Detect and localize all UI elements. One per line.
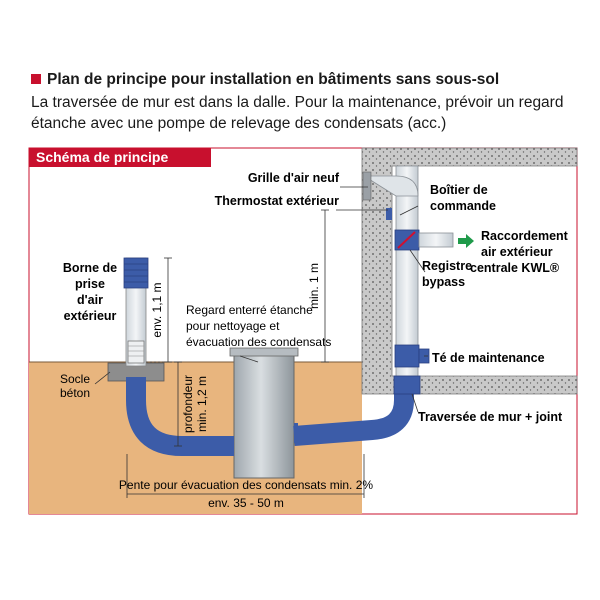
boitier-label-1: Boîtier de [430,183,488,197]
borne-label-1: Borne de [63,261,117,275]
traversee-label: Traversée de mur + joint [418,410,563,424]
building-wall [361,147,578,395]
regard-label-3: évacuation des condensats [186,335,331,349]
regard-chamber [233,351,295,479]
raccord-label-3: centrale KWL® [470,261,560,275]
borne-label-2: prise [75,277,105,291]
borne-label-3: d'air [77,293,103,307]
traversee-mur [393,375,421,395]
branch-pipe [418,232,454,248]
regard-label-2: pour nettoyage et [186,319,280,333]
env-length-label: env. 35 - 50 m [208,496,284,510]
raccord-label-2: air extérieur [481,245,553,259]
socle-label-1: Socle [60,372,90,386]
te-label: Té de maintenance [432,351,545,365]
pente-label: Pente pour évacuation des condensats min… [119,478,373,492]
title-square-icon [31,74,41,84]
profondeur-label-1: profondeur [181,375,195,433]
env-height-label: env. 1,1 m [150,282,164,337]
regard-label-1: Regard enterré étanche [186,303,313,317]
grille-label: Grille d'air neuf [248,171,340,185]
raccord-label-1: Raccordement [481,229,569,243]
profondeur-label-2: min. 1,2 m [195,376,209,432]
page-title: Plan de principe pour installation en bâ… [31,71,499,89]
registre-label-2: bypass [422,275,465,289]
section-tag: Schéma de principe [29,148,211,167]
grille-air-neuf [362,171,372,201]
min-height-label: min. 1 m [307,263,321,309]
boitier-label-2: commande [430,199,496,213]
title-text: Plan de principe pour installation en bâ… [47,71,500,88]
raccordement-arrow-icon [458,234,474,248]
page-subtitle: La traversée de mur est dans la dalle. P… [31,94,564,132]
indoor-duct [395,165,419,377]
registre-label-1: Registre [422,259,472,273]
boitier-commande [386,208,392,220]
blue-pipe-right [293,376,414,446]
te-maintenance [394,344,420,368]
thermostat-label: Thermostat extérieur [215,194,339,208]
socle-label-2: béton [60,386,90,400]
borne-label-4: extérieur [64,309,117,323]
